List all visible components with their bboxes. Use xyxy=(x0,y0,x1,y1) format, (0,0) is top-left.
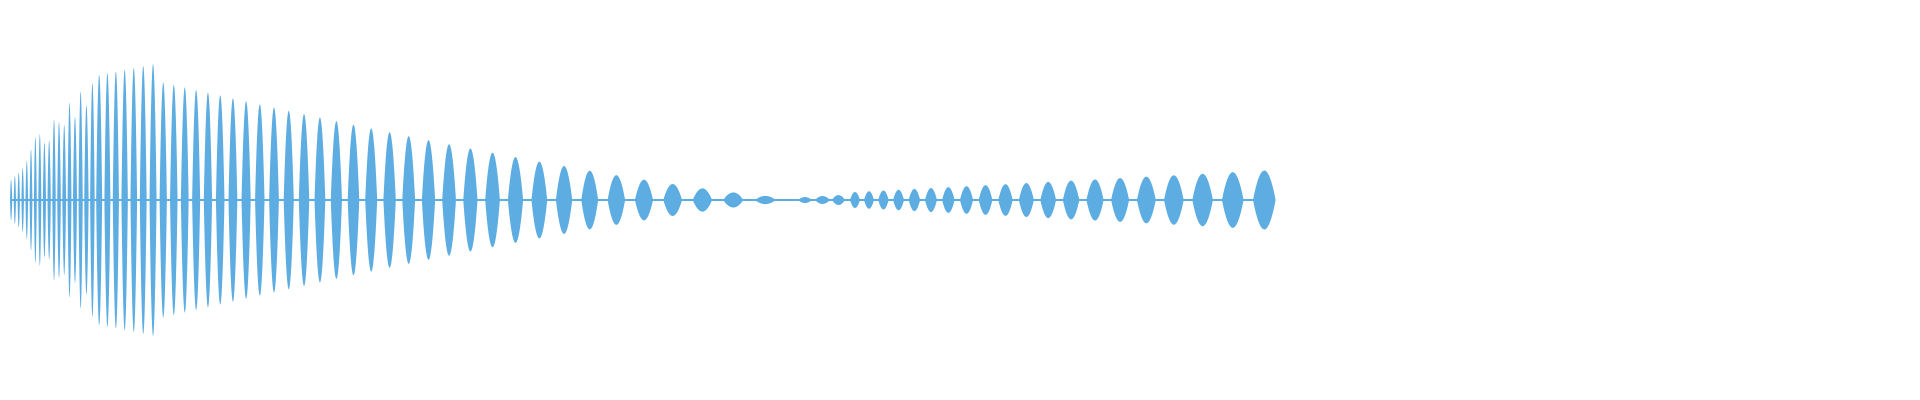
waveform-lobe xyxy=(607,175,626,225)
waveform-lobe xyxy=(1018,182,1034,218)
waveform-lobe xyxy=(72,117,78,283)
waveform-lobe xyxy=(330,121,342,279)
waveform-lobe xyxy=(634,179,654,221)
waveform-lobe xyxy=(57,122,61,278)
waveform-lobe xyxy=(62,125,67,275)
waveform-lobe xyxy=(283,110,294,290)
waveform-lobe xyxy=(998,184,1013,216)
waveform-lobe xyxy=(21,168,24,232)
waveform-lobe xyxy=(298,114,310,286)
waveform-lobe xyxy=(723,192,744,208)
waveform-lobe xyxy=(78,91,83,309)
waveform-lobe xyxy=(850,192,860,208)
waveform-lobe xyxy=(42,142,46,258)
waveform-lobe xyxy=(581,170,599,230)
waveform-lobe xyxy=(421,140,436,260)
waveform-lobe xyxy=(139,66,147,334)
waveform-lobe xyxy=(1262,190,1272,210)
waveform-lobe xyxy=(878,190,889,210)
waveform-lobe xyxy=(1086,179,1104,221)
waveform-lobe xyxy=(663,184,683,216)
waveform-lobe xyxy=(112,71,119,329)
waveform-lobe xyxy=(215,95,225,305)
waveform-lobe xyxy=(13,175,17,225)
waveform-lobe xyxy=(228,98,238,302)
waveform-lobe xyxy=(1040,181,1057,219)
waveform-lobe xyxy=(908,188,921,212)
waveform-lobe xyxy=(84,105,89,295)
waveform-lobe xyxy=(365,128,378,272)
waveform-lobe xyxy=(402,136,416,264)
waveform-lobe xyxy=(485,152,500,248)
waveform-lobe xyxy=(555,166,573,234)
waveform-lobe xyxy=(203,92,213,308)
waveform-lobe xyxy=(52,119,56,281)
waveform-lobe xyxy=(1062,180,1080,220)
waveform-lobe xyxy=(893,189,905,211)
waveform-lobe xyxy=(815,196,830,204)
waveform-lobe xyxy=(180,87,189,313)
waveform-lobe xyxy=(47,140,51,260)
waveform-lobe xyxy=(29,149,33,251)
waveform-lobe xyxy=(170,84,178,316)
waveform-lobe xyxy=(17,172,20,228)
waveform-lobe xyxy=(924,187,937,213)
waveform-lobe xyxy=(798,197,812,203)
waveform-lobe xyxy=(25,160,29,240)
waveform-lobe xyxy=(1111,178,1130,222)
waveform-lobe xyxy=(507,157,524,243)
waveform-lobe xyxy=(90,83,95,317)
waveform-lobe xyxy=(692,188,713,212)
waveform-lobe xyxy=(754,195,776,205)
waveform-lobe xyxy=(347,124,360,276)
waveform-lobe xyxy=(38,134,42,266)
waveform-lobe xyxy=(10,179,13,221)
waveform-lobe xyxy=(67,102,72,298)
waveform-lobe xyxy=(241,101,251,299)
waveform-lobe xyxy=(383,132,396,268)
waveform-lobe xyxy=(864,191,874,209)
waveform-lobe xyxy=(531,161,548,239)
waveform-lobe xyxy=(121,69,128,331)
waveform-lobe xyxy=(942,187,955,213)
waveform-lobe xyxy=(832,195,845,205)
waveform-lobe xyxy=(1136,176,1156,224)
waveform-lobe xyxy=(463,148,478,252)
waveform-lobe xyxy=(130,67,138,333)
waveform-lobe xyxy=(104,73,111,327)
waveform-lobe xyxy=(1192,173,1213,227)
waveform-lobe xyxy=(149,64,157,336)
waveform-lobe xyxy=(314,117,326,283)
waveform-lobe xyxy=(192,89,201,311)
waveform-lobes xyxy=(10,64,1276,336)
waveform-lobe xyxy=(159,82,167,318)
waveform-lobe xyxy=(959,186,974,214)
waveform-lobe xyxy=(978,185,993,215)
waveform-lobe xyxy=(442,144,456,256)
waveform-lobe xyxy=(1221,172,1244,228)
waveform-lobe xyxy=(33,137,37,263)
waveform-lobe xyxy=(96,74,103,326)
waveform-lobe xyxy=(269,107,279,293)
waveform-lobe xyxy=(255,104,265,296)
waveform-lobe xyxy=(1163,175,1184,225)
